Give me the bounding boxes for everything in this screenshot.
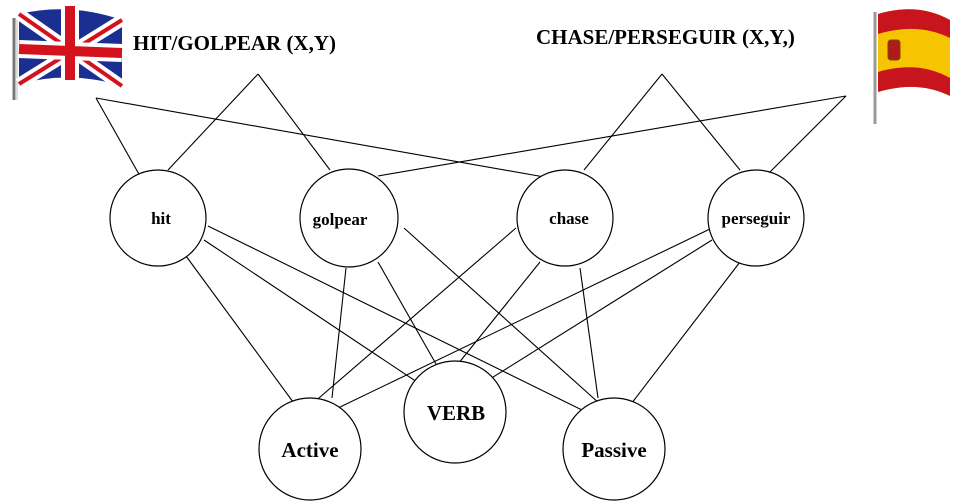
edge-perseguir-verb — [481, 239, 713, 385]
edge-esflag-to-perseguir — [769, 95, 847, 173]
edge-chase-root-to-chase — [583, 73, 663, 171]
spanish-title: CHASE/PERSEGUIR (X,Y,) — [536, 25, 795, 49]
edge-hit-passive — [207, 225, 587, 413]
node-golpear-label: golpear — [313, 210, 368, 229]
edge-hitgolpear-to-golpear — [257, 73, 331, 171]
node-chase-label: chase — [549, 209, 589, 228]
spain-flag-icon — [873, 9, 950, 124]
english-title: HIT/GOLPEAR (X,Y) — [133, 31, 336, 55]
edge-ukflag-to-hit — [95, 97, 141, 177]
edge-hitgolpear-to-hit — [167, 73, 259, 171]
edge-ukflag-to-chase — [95, 97, 551, 179]
edge-chase-root-to-perseguir — [661, 73, 741, 171]
node-perseguir-label: perseguir — [722, 209, 791, 228]
top-tree-edges — [95, 73, 847, 179]
edge-golpear-active — [331, 267, 347, 399]
node-passive-label: Passive — [581, 438, 646, 462]
edge-golpear-passive — [403, 227, 601, 405]
node-hit-label: hit — [151, 209, 171, 228]
node-passive: Passive — [562, 397, 666, 501]
node-active-label: Active — [281, 438, 338, 462]
uk-flag-icon — [12, 6, 126, 100]
edge-chase-active — [311, 227, 517, 405]
node-perseguir: perseguir — [707, 169, 805, 267]
edge-perseguir-passive — [627, 261, 741, 409]
node-chase: chase — [516, 169, 614, 267]
lower-edges — [185, 225, 741, 413]
edge-hit-active — [185, 255, 297, 407]
edge-perseguir-active — [337, 227, 713, 409]
edge-golpear-verb — [377, 261, 437, 365]
edge-chase-verb — [457, 261, 541, 365]
edge-hit-verb — [203, 239, 421, 385]
node-active: Active — [258, 397, 362, 501]
node-hit: hit — [109, 169, 207, 267]
node-golpear: golpear — [299, 168, 399, 268]
node-verb-label: VERB — [427, 401, 485, 425]
node-verb: VERB — [403, 360, 507, 464]
edge-esflag-to-golpear — [377, 95, 847, 177]
